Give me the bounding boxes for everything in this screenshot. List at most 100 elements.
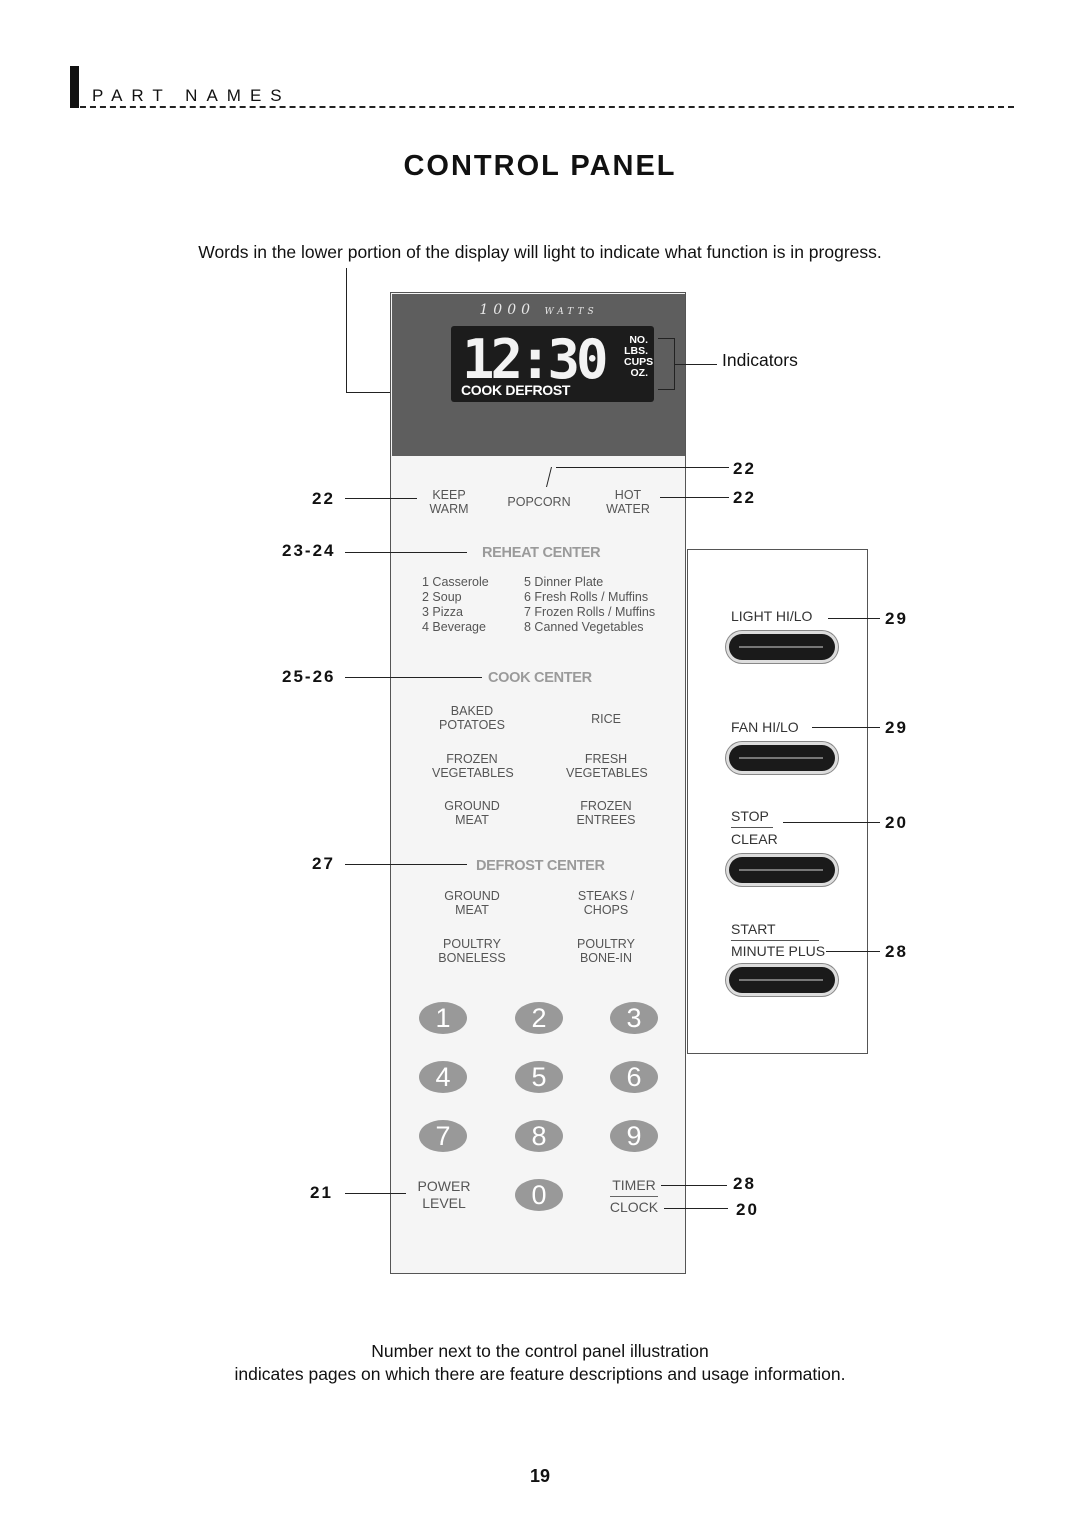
power-level-line2: LEVEL xyxy=(422,1195,466,1211)
bracket-leader xyxy=(675,364,717,365)
reheat-list-right: 5 Dinner Plate 6 Fresh Rolls / Muffins 7… xyxy=(524,575,655,635)
leader-defrost xyxy=(345,864,467,865)
leader-popcorn-h xyxy=(556,467,729,468)
poultry-boneless-button[interactable]: POULTRY BONELESS xyxy=(428,937,516,965)
fan-label: FAN HI/LO xyxy=(731,719,799,735)
number-key-6[interactable]: 6 xyxy=(610,1061,658,1093)
callout-cook: 25-26 xyxy=(282,667,336,686)
power-level-button[interactable]: POWER LEVEL xyxy=(413,1178,475,1212)
reheat-center-title[interactable]: REHEAT CENTER xyxy=(482,545,601,561)
popcorn-button[interactable]: POPCORN xyxy=(500,495,578,509)
leader-stop xyxy=(783,822,880,823)
leader-hot-water xyxy=(660,497,729,498)
number-key-8[interactable]: 8 xyxy=(515,1120,563,1152)
number-key-5[interactable]: 5 xyxy=(515,1061,563,1093)
light-label: LIGHT HI/LO xyxy=(731,608,813,624)
footer-line-2: indicates pages on which there are featu… xyxy=(234,1364,846,1384)
button-line1: GROUND xyxy=(444,799,500,813)
frozen-vegetables-button[interactable]: FROZEN VEGETABLES xyxy=(428,752,516,780)
reheat-item: 6 Fresh Rolls / Muffins xyxy=(524,590,649,604)
intro-text: Words in the lower portion of the displa… xyxy=(198,242,882,262)
status-words: COOK DEFROST xyxy=(461,382,571,398)
callout-hot-water: 22 xyxy=(733,488,756,507)
cook-center-title[interactable]: COOK CENTER xyxy=(488,670,592,686)
number-key-3[interactable]: 3 xyxy=(610,1002,658,1034)
section-bar xyxy=(70,66,79,108)
steaks-chops-button[interactable]: STEAKS / CHOPS xyxy=(562,889,650,917)
fresh-vegetables-button[interactable]: FRESH VEGETABLES xyxy=(562,752,650,780)
button-line1: FROZEN xyxy=(446,752,498,766)
leader-keep-warm xyxy=(345,498,417,499)
leader-reheat xyxy=(345,552,467,553)
clock-button[interactable]: CLOCK xyxy=(609,1199,659,1215)
defrost-ground-meat-button[interactable]: GROUND MEAT xyxy=(428,889,516,917)
callout-popcorn: 22 xyxy=(733,459,756,478)
section-title: PART NAMES xyxy=(92,86,291,105)
number-key-4[interactable]: 4 xyxy=(419,1061,467,1093)
keep-warm-line2: WARM xyxy=(429,502,469,516)
reheat-item: 8 Canned Vegetables xyxy=(524,620,644,634)
display-digits: 12:30 xyxy=(462,328,609,391)
leader-line-intro xyxy=(346,268,347,392)
button-line1: POULTRY xyxy=(577,937,635,951)
button-line2: POTATOES xyxy=(439,718,505,732)
button-line2: VEGETABLES xyxy=(566,766,648,780)
number-key-2[interactable]: 2 xyxy=(515,1002,563,1034)
number-key-7[interactable]: 7 xyxy=(419,1120,467,1152)
ground-meat-button[interactable]: GROUND MEAT xyxy=(428,799,516,827)
timer-clock-divider xyxy=(610,1196,658,1197)
clear-label: CLEAR xyxy=(731,831,778,847)
rice-button[interactable]: RICE xyxy=(566,712,646,726)
callout-keep-warm: 22 xyxy=(312,489,335,508)
keep-warm-button[interactable]: KEEP WARM xyxy=(414,488,484,516)
button-line1: FROZEN xyxy=(580,799,632,813)
leader-light xyxy=(828,618,880,619)
button-line2: ENTREES xyxy=(576,813,636,827)
reheat-item: 1 Casserole xyxy=(422,575,489,589)
button-line2: VEGETABLES xyxy=(432,766,514,780)
hot-water-button[interactable]: HOT WATER xyxy=(592,488,664,516)
callout-reheat: 23-24 xyxy=(282,541,336,560)
button-line1: STEAKS / xyxy=(577,889,635,903)
defrost-center-title[interactable]: DEFROST CENTER xyxy=(476,858,605,874)
indicator-lbs: LBS. xyxy=(624,345,648,357)
start-minute-plus-button[interactable] xyxy=(729,967,835,993)
callout-fan: 29 xyxy=(885,718,908,737)
power-level-line1: POWER xyxy=(417,1178,471,1194)
callout-start: 28 xyxy=(885,942,908,961)
leader-clock xyxy=(664,1208,728,1209)
number-key-0[interactable]: 0 xyxy=(515,1179,563,1211)
light-button[interactable] xyxy=(729,634,835,660)
baked-potatoes-button[interactable]: BAKED POTATOES xyxy=(428,704,516,732)
indicator-no: NO. xyxy=(629,334,648,346)
timer-button[interactable]: TIMER xyxy=(612,1177,656,1193)
button-line1: RICE xyxy=(591,712,621,726)
number-key-9[interactable]: 9 xyxy=(610,1120,658,1152)
stop-clear-button[interactable] xyxy=(729,857,835,883)
watts-unit: WATTS xyxy=(544,307,598,317)
frozen-entrees-button[interactable]: FROZEN ENTREES xyxy=(562,799,650,827)
indicator-oz: OZ. xyxy=(630,367,649,379)
minute-plus-label: MINUTE PLUS xyxy=(731,943,826,959)
button-line1: FRESH xyxy=(584,752,628,766)
poultry-bone-in-button[interactable]: POULTRY BONE-IN xyxy=(562,937,650,965)
footer-line-1: Number next to the control panel illustr… xyxy=(371,1341,709,1361)
button-line2: BONE-IN xyxy=(579,951,633,965)
bracket-top xyxy=(658,338,674,339)
reheat-item: 7 Frozen Rolls / Muffins xyxy=(524,605,656,619)
stop-clear-divider xyxy=(731,827,773,828)
fan-button[interactable] xyxy=(729,745,835,771)
button-line1: POULTRY xyxy=(443,937,501,951)
button-line1: GROUND xyxy=(444,889,500,903)
number-key-1[interactable]: 1 xyxy=(419,1002,467,1034)
callout-light: 29 xyxy=(885,609,908,628)
callout-stop-clear: 20 xyxy=(885,813,908,832)
reheat-item: 5 Dinner Plate xyxy=(524,575,604,589)
button-line2: CHOPS xyxy=(583,903,629,917)
watts-label: 1000 WATTS xyxy=(392,302,685,318)
lcd-display xyxy=(451,326,654,402)
callout-defrost: 27 xyxy=(312,854,335,873)
reheat-list-left: 1 Casserole 2 Soup 3 Pizza 4 Beverage xyxy=(422,575,489,635)
indicator-cups: CUPS xyxy=(624,356,654,368)
callout-timer: 28 xyxy=(733,1174,756,1193)
